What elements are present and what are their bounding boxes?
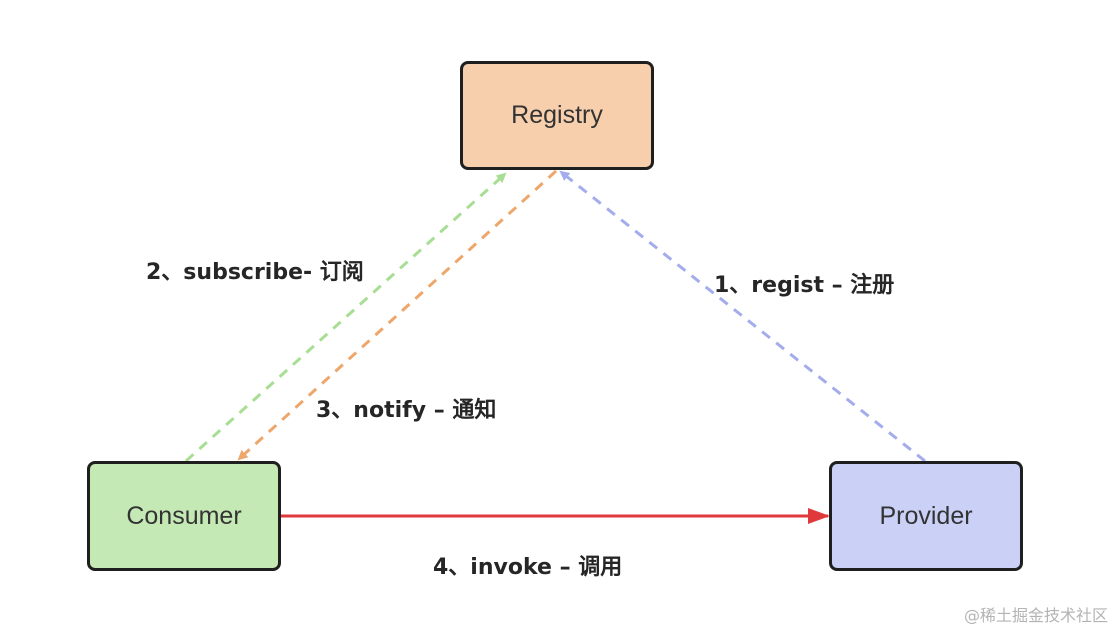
subscribe-edge-label: 2、subscribe- 订阅 [146, 260, 364, 285]
regist-edge [559, 170, 926, 463]
regist-edge-label: 1、regist – 注册 [714, 273, 895, 298]
watermark: @稀土掘金技术社区 [963, 606, 1108, 625]
registry-node-label: Registry [511, 101, 603, 129]
provider-node-label: Provider [879, 501, 973, 530]
provider-node: Provider [829, 461, 1023, 571]
notify-edge-label: 3、notify – 通知 [316, 398, 497, 423]
consumer-node: Consumer [87, 461, 281, 571]
registry-node: Registry [460, 61, 654, 170]
invoke-edge-label: 4、invoke – 调用 [433, 555, 623, 580]
consumer-node-label: Consumer [126, 501, 242, 530]
